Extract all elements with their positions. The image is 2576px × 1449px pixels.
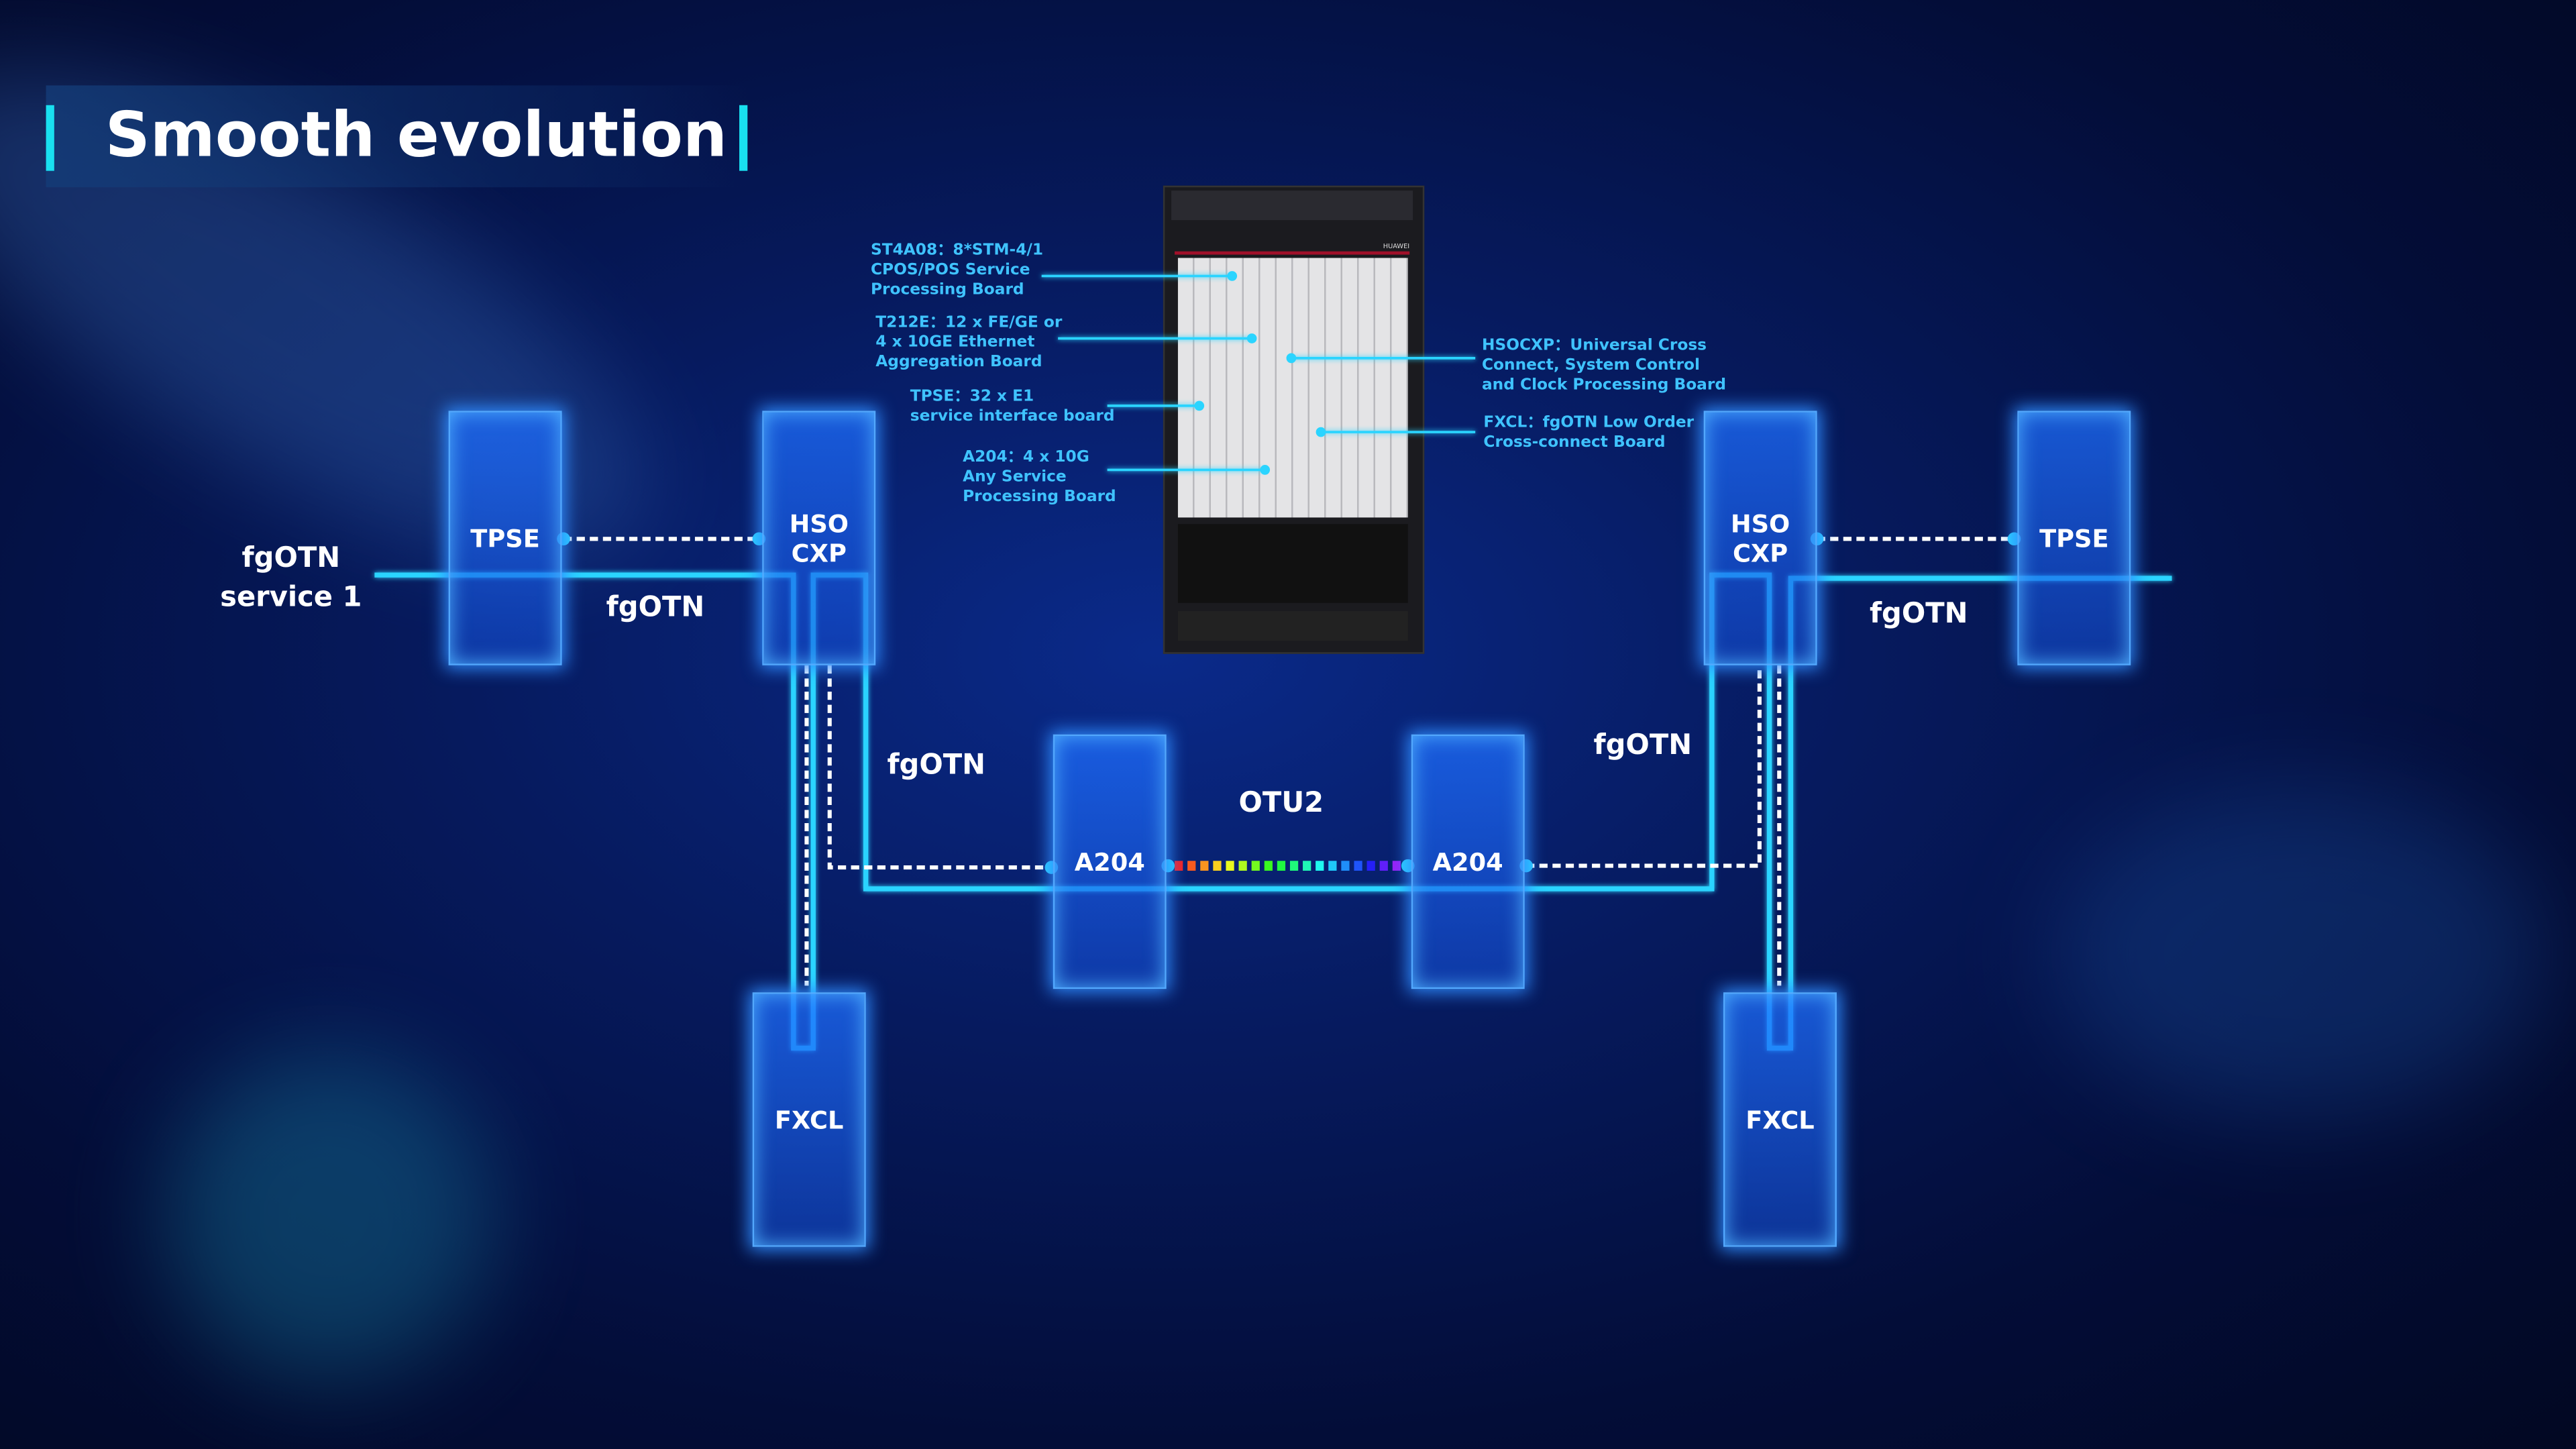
callout-tpse: TPSE：32 x E1 service interface board: [910, 387, 1115, 426]
chassis-red-strip: [1175, 251, 1410, 255]
otu2-wavelength-dash: [1379, 861, 1388, 871]
otu2-wavelength-dash: [1392, 861, 1401, 871]
node-label: A204: [1432, 847, 1503, 877]
node-fxcl-right[interactable]: FXCL: [1723, 992, 1837, 1247]
title-banner: Smooth evolution: [46, 85, 749, 188]
node-fxcl-left[interactable]: FXCL: [752, 992, 866, 1247]
node-label: HSO CXP: [1730, 508, 1790, 568]
background-blur: [164, 1051, 493, 1381]
otu2-wavelength-dash: [1354, 861, 1362, 871]
node-label: A204: [1074, 847, 1145, 877]
otu2-wavelength-dash: [1366, 861, 1375, 871]
node-hsocxp-left[interactable]: HSO CXP: [762, 411, 876, 665]
otu2-wavelength-dash: [1238, 861, 1247, 871]
node-label: FXCL: [774, 1104, 844, 1135]
chassis-board-slots: [1177, 258, 1408, 518]
chassis-bottom: [1177, 611, 1408, 641]
otu2-wavelength-dash: [1175, 861, 1183, 871]
otu2-wavelength-dash: [1289, 861, 1299, 871]
otu2-wavelength-dash: [1226, 861, 1234, 871]
device-chassis-image: HUAWEI: [1163, 185, 1425, 654]
dashed-hso-a204-left: [827, 665, 1052, 870]
chassis-top-ports: [1171, 191, 1413, 221]
background-blur: [2053, 788, 2546, 1118]
link-label-fgotn: fgOTN: [887, 749, 986, 782]
title-accent-bar: [739, 105, 748, 171]
otu2-wavelength-dash: [1187, 861, 1196, 871]
node-label: FXCL: [1746, 1104, 1815, 1135]
callout-a204: A204：4 x 10G Any Service Processing Boar…: [963, 448, 1116, 506]
node-label: TPSE: [470, 523, 540, 553]
callout-st4a08: ST4A08：8*STM-4/1 CPOS/POS Service Proces…: [870, 241, 1044, 299]
node-label: HSO CXP: [789, 508, 849, 568]
otu2-wavelength-dash: [1303, 861, 1311, 871]
dashed-a204-hso-right: [1526, 665, 1762, 868]
chassis-brand: HUAWEI: [1383, 241, 1410, 250]
node-hsocxp-right[interactable]: HSO CXP: [1703, 411, 1817, 665]
title-accent-bar: [46, 105, 54, 171]
otu2-rainbow-link: [1175, 861, 1401, 871]
otu2-wavelength-dash: [1328, 861, 1337, 871]
otu2-wavelength-dash: [1277, 861, 1286, 871]
link-label-otu2: OTU2: [1238, 787, 1324, 820]
node-tpse-left[interactable]: TPSE: [448, 411, 562, 665]
link-label-fgotn: fgOTN: [606, 591, 705, 625]
otu2-wavelength-dash: [1316, 861, 1324, 871]
page-title: Smooth evolution: [105, 98, 728, 171]
otu2-wavelength-dash: [1200, 861, 1209, 871]
service-label: fgOTN service 1: [220, 542, 362, 614]
callout-fxcl: FXCL：fgOTN Low Order Cross-connect Board: [1483, 414, 1695, 452]
otu2-wavelength-dash: [1341, 861, 1350, 871]
chassis-fan-tray: [1177, 524, 1408, 603]
callout-hsocxp: HSOCXP：Universal Cross Connect, System C…: [1481, 337, 1727, 394]
otu2-wavelength-dash: [1264, 861, 1273, 871]
otu2-wavelength-dash: [1213, 861, 1222, 871]
link-label-fgotn: fgOTN: [1869, 598, 1968, 631]
node-tpse-right[interactable]: TPSE: [2017, 411, 2131, 665]
link-label-fgotn: fgOTN: [1593, 729, 1693, 763]
otu2-wavelength-dash: [1251, 861, 1260, 871]
node-a204-right[interactable]: A204: [1411, 734, 1525, 989]
callout-t212e: T212E：12 x FE/GE or 4 x 10GE Ethernet Ag…: [875, 313, 1063, 372]
node-label: TPSE: [2039, 523, 2109, 553]
node-a204-left[interactable]: A204: [1053, 734, 1167, 989]
